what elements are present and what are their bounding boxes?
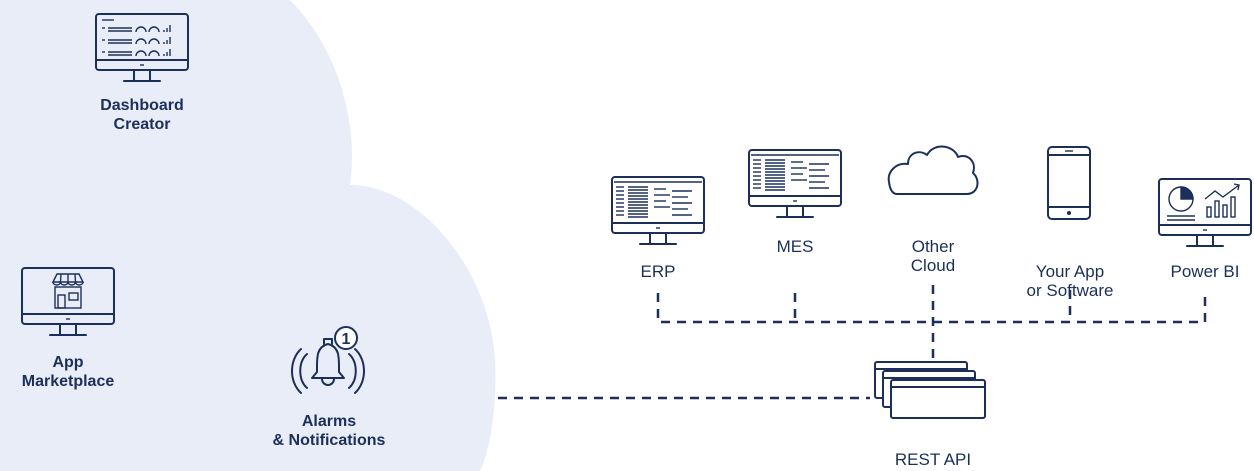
erp-label: ERP — [640, 262, 676, 281]
power-bi-label: Power BI — [1170, 262, 1240, 281]
platform-cloud — [0, 0, 496, 471]
mes-label: MES — [776, 237, 814, 256]
mes-monitor-icon — [747, 148, 843, 227]
cloud-icon — [883, 140, 983, 205]
rest-api-label: REST API — [894, 450, 972, 469]
bell-icon: 1 — [280, 322, 376, 411]
your-app-label: Your App or Software — [1026, 262, 1114, 300]
dashboard-creator-label: Dashboard Creator — [100, 97, 184, 133]
smartphone-icon — [1045, 145, 1095, 226]
app-marketplace-label: App Marketplace — [21, 354, 115, 390]
dashboard-monitor-icon — [94, 12, 190, 91]
other-cloud-label: Other Cloud — [910, 237, 956, 275]
alarm-badge: 1 — [342, 331, 351, 348]
alarms-notifications-label: Alarms & Notifications — [272, 413, 386, 449]
analytics-monitor-icon — [1157, 177, 1253, 256]
storefront-monitor-icon — [20, 266, 116, 345]
erp-monitor-icon — [610, 175, 706, 254]
stacked-windows-icon — [872, 358, 992, 427]
